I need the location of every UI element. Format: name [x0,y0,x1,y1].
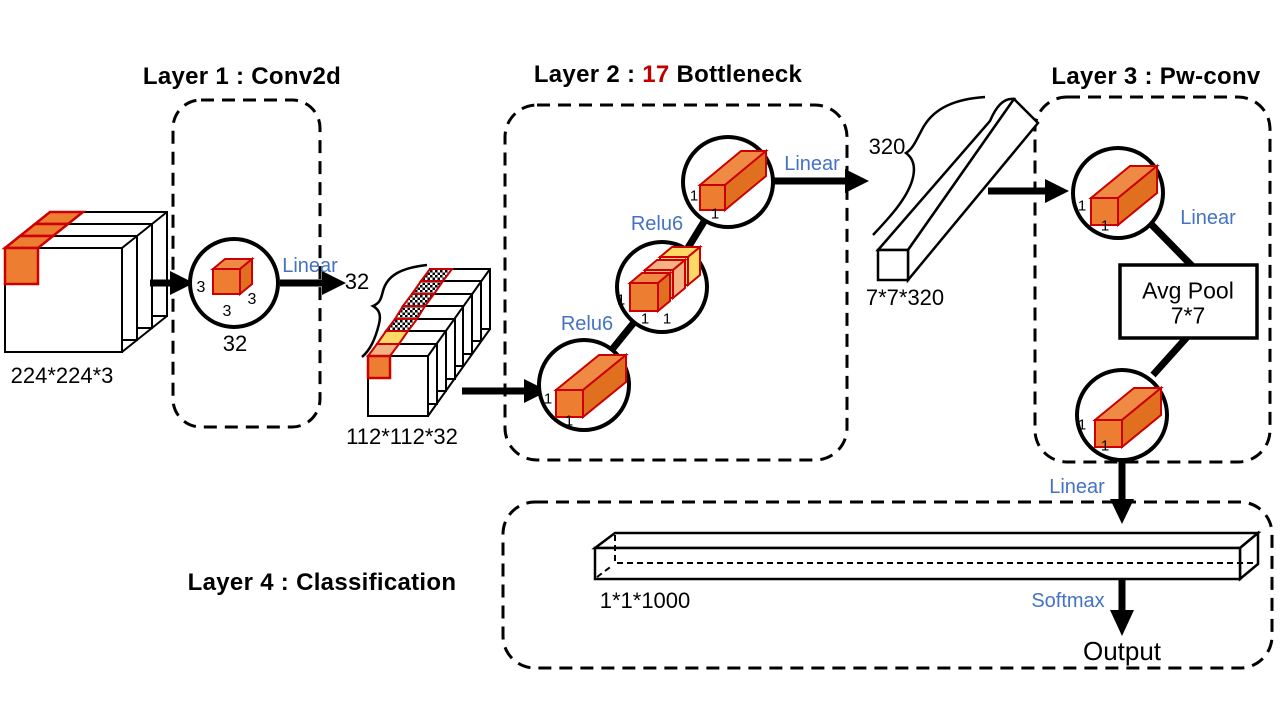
input-tensor-label: 224*224*3 [10,363,114,388]
depthwise-cubes-icon [627,244,703,314]
output-label: Output [1082,636,1162,666]
dim-one: 1 [1100,217,1110,235]
kernel-dim-left: 3 [196,279,206,296]
relu6-lower-label: Relu6 [560,313,614,335]
layer3-connectors [1145,218,1199,378]
dim-one: 1 [662,310,672,328]
tensor-bar-320 [875,97,1040,284]
avg-pool-size-label: 7*7 [1170,302,1206,329]
dim-one: 1 [689,187,699,205]
tensor-1-1-1000-label: 1*1*1000 [599,588,691,613]
layer2-title-suffix: Bottleneck [669,61,803,88]
feature-map-label: 112*112*32 [346,424,458,449]
filter-count-label: 32 [222,331,248,356]
kernel-dim-bottom: 3 [222,303,232,320]
pointwise-box-lower-icon [553,352,629,420]
avg-pool-box [1118,263,1259,340]
pwconv-top-box-icon [1088,163,1160,228]
dim-one: 1 [710,205,720,223]
layer4-title: Layer 4 : Classification [187,569,457,596]
layer2-dashed-box [503,103,849,462]
conv2d-kernel-cube-icon [210,256,255,297]
layer1-dashed-box [171,98,322,429]
arrow-input-to-conv [150,271,194,295]
tensor-bar-1000 [591,530,1262,582]
avg-pool-label: Avg Pool [1142,277,1234,304]
dim-one: 1 [616,291,626,309]
dim-one: 1 [543,390,553,408]
arrow-layer2-to-bar [773,169,869,193]
layer3-linear-bottom-label: Linear [1049,476,1105,498]
channels-320-label: 320 [868,134,906,159]
arrow-layer3-to-layer4 [1110,460,1134,524]
layer4-dashed-box [501,500,1274,670]
dim-one: 1 [1077,197,1087,215]
brace-32-channels [361,263,428,358]
layer1-activation-label: Linear [282,255,338,277]
arrow-conv-output [280,271,346,295]
layer3-title: Layer 3 : Pw-conv [1051,63,1261,90]
input-tensor-stack [4,211,168,353]
pointwise-box-upper-icon [697,148,769,213]
out-channels-label: 32 [344,269,370,294]
layer2-block-count: 17 [642,61,670,88]
dim-one: 1 [564,412,574,430]
layer2-title: Layer 2 : 17 Bottleneck [534,63,802,87]
arrow-bar-to-layer3 [988,179,1069,203]
feature-map-channel-patches [366,268,454,380]
arrow-softmax-output [1110,580,1134,636]
softmax-label: Softmax [1031,590,1105,612]
pwconv-bottom-box-icon [1092,385,1164,450]
layer2-linear-label: Linear [784,153,840,175]
input-receptive-patch [1,210,87,286]
layer3-linear-top-label: Linear [1180,207,1236,229]
bottleneck-connectors [607,218,708,355]
layer3-dashed-box [1033,95,1272,464]
kernel-dim-right: 3 [247,291,257,308]
dim-one: 1 [1100,437,1110,455]
dim-one: 1 [640,310,650,328]
arrow-stack-to-layer2 [462,379,548,403]
dim-one: 1 [1077,416,1087,434]
layer1-title: Layer 1 : Conv2d [142,63,342,90]
relu6-upper-label: Relu6 [630,213,684,235]
layer2-title-prefix: Layer 2 : [533,61,643,88]
brace-320-channels [872,95,986,236]
tensor-7-7-320-label: 7*7*320 [865,285,945,310]
